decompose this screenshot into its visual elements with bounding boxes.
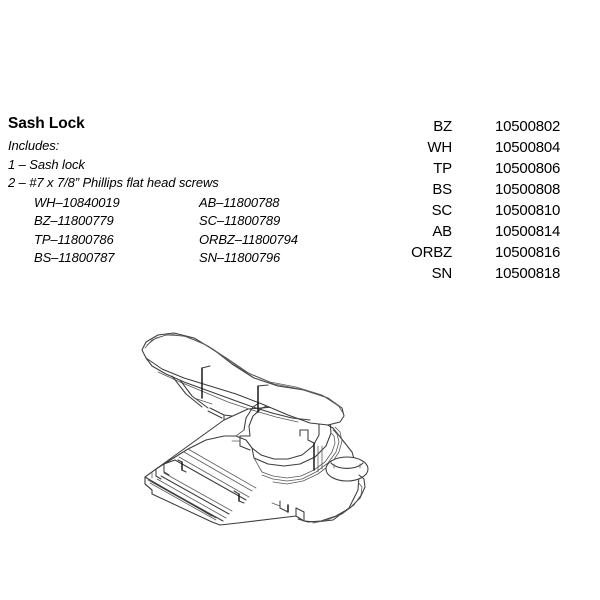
finish-code: ORBZ [411,244,452,261]
product-info-block: Sash Lock Includes: 1 – Sash lock 2 – #7… [8,114,368,268]
finish-code: SN [431,265,453,282]
list-item: WH–10840019 AB–11800788 [34,194,368,213]
finish-code: BS [432,181,452,198]
finish-number: 10500810 [495,202,561,219]
finish-code: SC [431,202,453,219]
sash-lock-drawing [128,312,398,527]
table-row: BZ 10500802 [386,116,586,137]
table-row: BS 10500808 [386,179,586,200]
screw-part-number-list: WH–10840019 AB–11800788 BZ–11800779 SC–1… [8,194,368,268]
table-row: SN 10500818 [386,263,586,284]
screw-part-number: TP–11800786 [34,231,114,247]
screw-part-number: BS–11800787 [34,250,115,265]
finish-number: 10500808 [495,181,561,198]
finish-number: 10500804 [495,139,561,156]
includes-item-2: 2 – #7 x 7/8” Phillips flat head screws [8,175,219,190]
list-item: TP–11800786 ORBZ–11800794 [34,231,368,250]
finish-code: AB [432,223,452,240]
table-row: AB 10500814 [386,221,586,242]
table-row: ORBZ 10500816 [386,242,586,263]
page-title: Sash Lock [8,115,85,132]
includes-item-1: 1 – Sash lock [8,156,85,172]
screw-part-number: BZ–11800779 [34,213,114,228]
sash-lock-illustration [141,332,369,526]
list-item: BZ–11800779 SC–11800789 [34,212,368,231]
screw-hole-outer [325,456,369,482]
finish-number: 10500814 [495,223,561,240]
screw-part-number: WH–10840019 [34,194,120,210]
screw-part-number: ORBZ–11800794 [199,231,298,247]
table-row: TP 10500806 [386,158,586,179]
finish-part-number-table: BZ 10500802 WH 10500804 TP 10500806 BS 1… [386,116,586,284]
finish-number: 10500802 [495,118,561,135]
includes-label: Includes: [8,138,60,153]
finish-number: 10500818 [495,265,561,282]
finish-number: 10500806 [495,160,561,177]
list-item: BS–11800787 SN–11800796 [34,249,368,268]
table-row: WH 10500804 [386,137,586,158]
finish-code: WH [427,139,452,156]
finish-number: 10500816 [495,244,561,261]
screw-part-number: SC–11800789 [199,213,281,228]
screw-part-number: SN–11800796 [199,250,281,265]
screw-part-number: AB–11800788 [199,194,280,210]
table-row: SC 10500810 [386,200,586,221]
finish-code: BZ [433,118,452,135]
finish-code: TP [433,160,452,177]
